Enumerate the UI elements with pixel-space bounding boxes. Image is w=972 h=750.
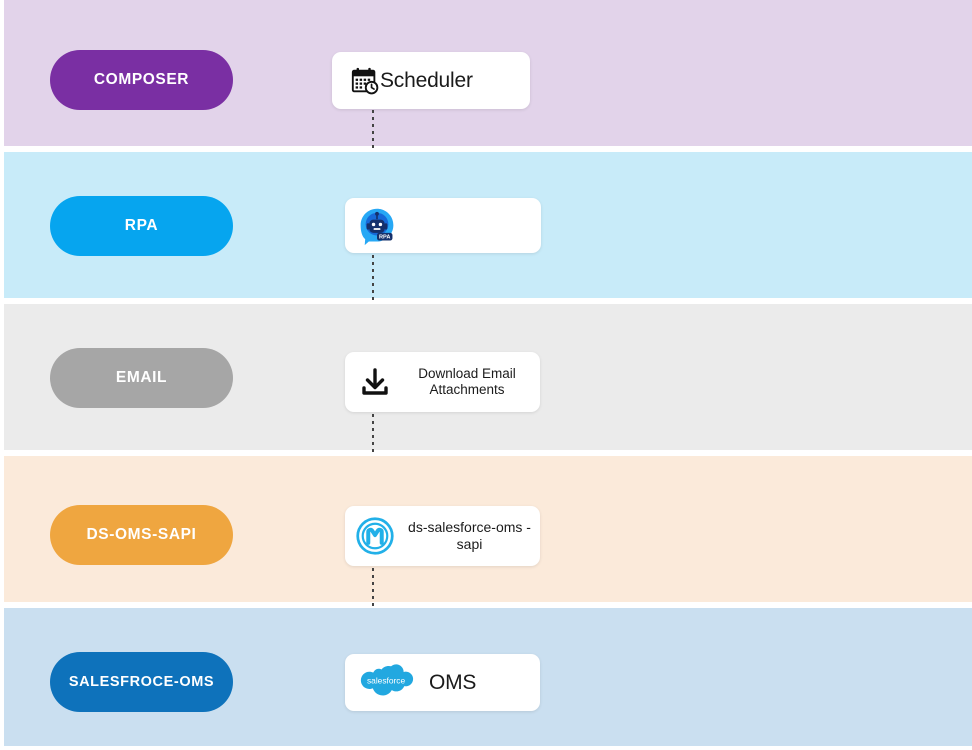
lane-label-text: EMAIL	[115, 369, 168, 386]
salesforce-wordmark: salesforce	[367, 675, 406, 685]
lane-label-email[interactable]: EMAIL	[50, 348, 233, 408]
salesforce-cloud-icon: salesforce	[359, 663, 415, 703]
node-ds-salesforce-oms-sapi[interactable]: ds-salesforce-oms -sapi	[345, 506, 540, 566]
lane-label-text: DS-OMS-SAPI	[86, 526, 197, 543]
rpa-badge-text: RPA	[379, 234, 390, 240]
mulesoft-icon	[355, 516, 395, 556]
node-rpa-bot[interactable]: RPA	[345, 198, 541, 253]
node-download-email-attachments[interactable]: Download Email Attachments	[345, 352, 540, 412]
lane-label-salesfroce-oms[interactable]: SALESFROCE-OMS	[50, 652, 233, 712]
lane-label-text: SALESFROCE-OMS	[68, 674, 215, 690]
node-salesforce-oms[interactable]: salesforce OMS	[345, 654, 540, 711]
lane-label-ds-oms-sapi[interactable]: DS-OMS-SAPI	[50, 505, 233, 565]
node-label-scheduler: Scheduler	[380, 68, 473, 92]
connector-rpa-to-email	[372, 255, 374, 350]
node-label-sapi: ds-salesforce-oms -sapi	[408, 518, 531, 552]
rpa-bot-icon: RPA	[357, 206, 397, 246]
calendar-clock-icon	[350, 66, 380, 96]
node-label-oms: OMS	[429, 670, 477, 694]
node-scheduler[interactable]: Scheduler	[332, 52, 530, 109]
download-icon	[359, 366, 391, 398]
node-label-email: Download Email Attachments	[418, 365, 516, 397]
lane-label-rpa[interactable]: RPA	[50, 196, 233, 256]
lane-label-text: RPA	[124, 217, 159, 234]
lane-label-composer[interactable]: COMPOSER	[50, 50, 233, 110]
lane-label-text: COMPOSER	[93, 71, 190, 88]
